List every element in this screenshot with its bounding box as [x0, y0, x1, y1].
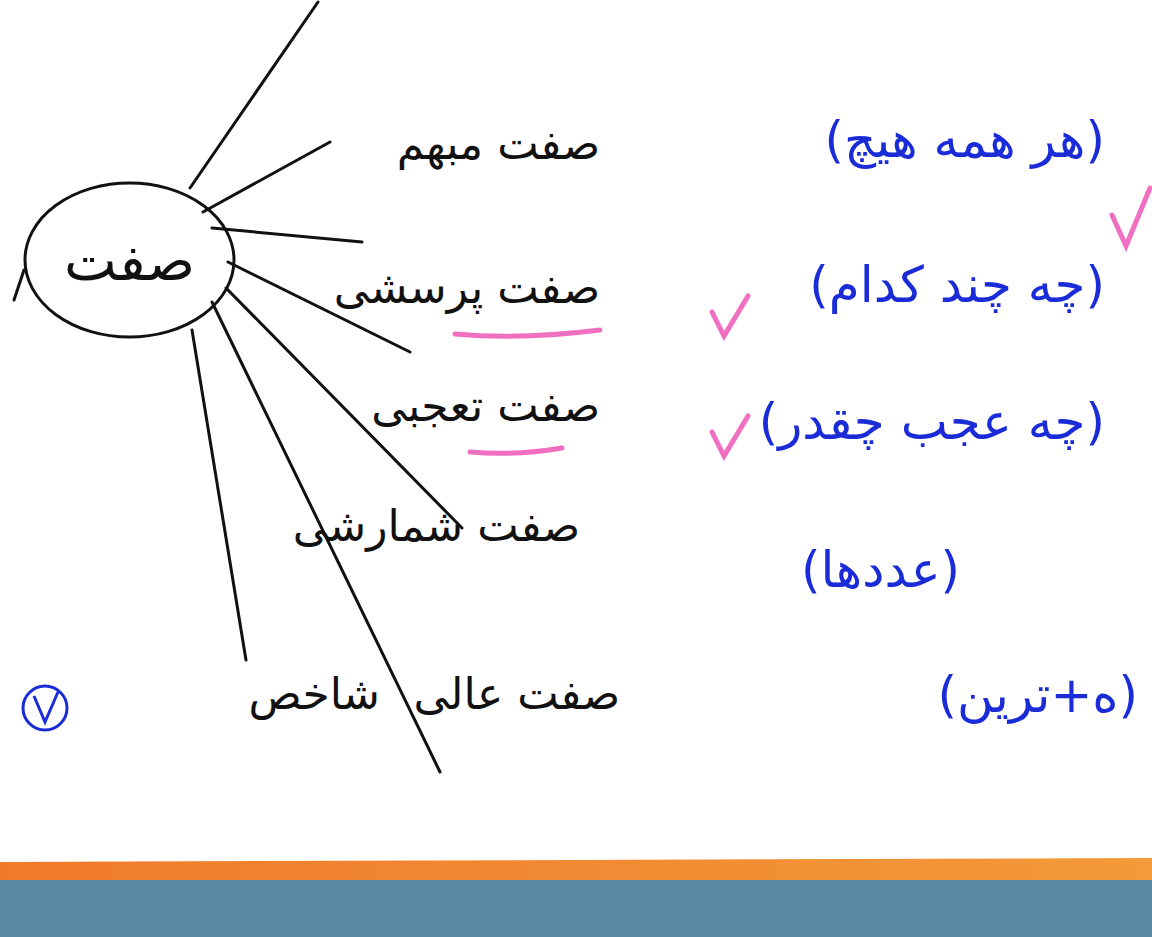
- category-name: صفت مبهم: [397, 118, 600, 171]
- topic-text: صفت: [64, 228, 195, 293]
- blue-band: [0, 880, 1152, 937]
- topic-circle: صفت: [22, 180, 237, 340]
- category-name: شاخص: [249, 668, 380, 721]
- category-name: صفت شمارشی: [293, 500, 580, 553]
- circled-check: [23, 686, 67, 730]
- example-words: (عددها): [801, 540, 960, 600]
- example-words: (هر همه هیچ): [824, 110, 1105, 170]
- category-name: صفت پرسشی: [334, 262, 600, 315]
- example-words: (چه چند کدام): [809, 255, 1105, 315]
- orange-band: [0, 858, 1152, 880]
- example-words: (ه+ترین): [937, 665, 1138, 725]
- category-name: صفت عالی: [413, 668, 620, 721]
- category-name: صفت تعجبی: [371, 380, 600, 433]
- example-words: (چه عجب چقدر): [759, 392, 1105, 452]
